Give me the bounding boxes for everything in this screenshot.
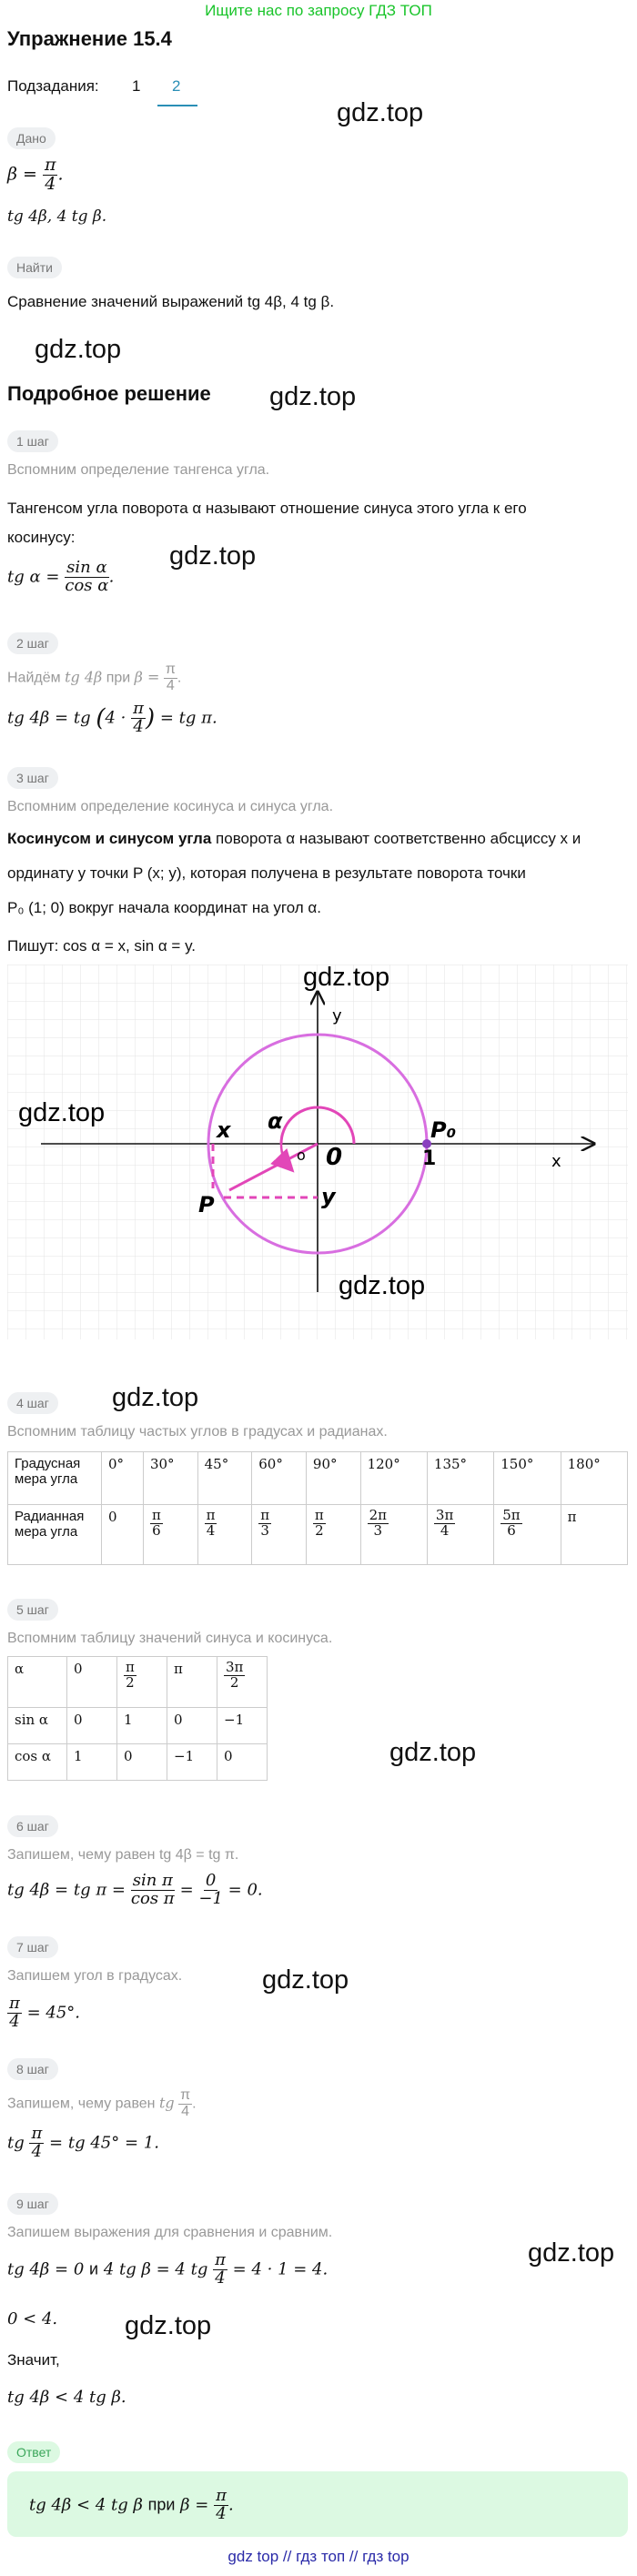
given-exprs: tg 4β, 4 tg β. xyxy=(7,207,107,226)
svg-text:α: α xyxy=(268,1108,283,1134)
step-9-hint: Запишем выражения для сравнения и сравни… xyxy=(7,2225,333,2240)
step-3-text1: Косинусом и синусом угла поворота α назы… xyxy=(7,830,581,847)
step-3-label: 3 шаг xyxy=(7,767,58,789)
degree-radian-table: Градусная мера угла 0°30° 45°60° 90°120°… xyxy=(7,1451,629,1565)
step-6-hint: Запишем, чему равен tg 4β = tg π. xyxy=(7,1847,239,1863)
angle-arc xyxy=(279,1106,356,1145)
find-label: Найти xyxy=(7,257,62,278)
conclusion: tg 4β < 4 tg β. xyxy=(7,2388,126,2407)
step-7-hint: Запишем угол в градусах. xyxy=(7,1968,183,1984)
step-1-label: 1 шаг xyxy=(7,430,58,452)
step-3-hint: Вспомним определение косинуса и синуса у… xyxy=(7,799,334,814)
watermark: gdz.top xyxy=(269,382,357,411)
svg-text:gdz.top: gdz.top xyxy=(303,965,389,992)
tab-2[interactable]: 2 xyxy=(172,77,181,95)
svg-text:gdz.top: gdz.top xyxy=(18,1098,105,1127)
find-text: Сравнение значений выражений tg 4β, 4 tg… xyxy=(7,293,335,310)
step-8-label: 8 шаг xyxy=(7,2058,58,2080)
svg-text:y: y xyxy=(321,1184,337,1209)
answer-label: Ответ xyxy=(7,2441,61,2463)
step-3-write: Пишут: cos α = x, sin α = y. xyxy=(7,937,197,955)
therefore: Значит, xyxy=(7,2351,60,2369)
solution-title: Подробное решение xyxy=(7,382,211,405)
step-6-label: 6 шаг xyxy=(7,1815,58,1837)
watermark: gdz.top xyxy=(125,2311,212,2340)
step-4-label: 4 шаг xyxy=(7,1392,58,1414)
tan-definition: Тангенсом угла поворота α называют отнош… xyxy=(7,500,527,546)
watermark: gdz.top xyxy=(262,1965,349,1995)
step-9-label: 9 шаг xyxy=(7,2193,58,2215)
given-label: Дано xyxy=(7,127,56,149)
point-p0 xyxy=(422,1139,431,1148)
step-4-hint: Вспомним таблицу частых углов в градусах… xyxy=(7,1424,388,1440)
svg-text:x: x xyxy=(551,1152,561,1171)
page-title: Упражнение 15.4 xyxy=(7,27,172,50)
svg-text:1: 1 xyxy=(422,1147,436,1170)
tab-1[interactable]: 1 xyxy=(132,77,141,95)
top-banner: Ищите нас по запросу ГДЗ ТОП xyxy=(205,2,432,19)
footer-links[interactable]: gdz top // гдз топ // гдз top xyxy=(228,2548,410,2565)
svg-text:P₀: P₀ xyxy=(430,1117,457,1143)
unit-circle-diagram: α x y P P₀ o 0 1 x y gdz.top gdz.top gdz… xyxy=(7,965,628,1339)
svg-text:0: 0 xyxy=(326,1144,342,1171)
svg-text:P: P xyxy=(198,1192,215,1217)
watermark: gdz.top xyxy=(35,335,122,364)
watermark: gdz.top xyxy=(528,2238,615,2268)
step-2-label: 2 шаг xyxy=(7,632,58,654)
watermark: gdz.top xyxy=(169,541,257,571)
step-5-hint: Вспомним таблицу значений синуса и косин… xyxy=(7,1631,333,1646)
step-3-text3: P₀ (1; 0) вокруг начала координат на уго… xyxy=(7,899,321,916)
watermark: gdz.top xyxy=(112,1383,199,1412)
compare: 0 < 4. xyxy=(7,2309,58,2329)
step-7-label: 7 шаг xyxy=(7,1936,58,1958)
svg-text:o: o xyxy=(297,1147,306,1164)
svg-text:gdz.top: gdz.top xyxy=(339,1271,425,1300)
step-5-label: 5 шаг xyxy=(7,1599,58,1621)
active-tab-indicator xyxy=(157,105,197,106)
step-1-hint: Вспомним определение тангенса угла. xyxy=(7,462,270,478)
step-3-text2: ординату y точки P (x; y), которая получ… xyxy=(7,864,526,882)
svg-text:y: y xyxy=(332,1006,342,1025)
subtasks-label: Подзадания: xyxy=(7,77,99,95)
watermark: gdz.top xyxy=(337,98,424,127)
watermark: gdz.top xyxy=(389,1738,477,1767)
svg-text:x: x xyxy=(216,1117,232,1143)
